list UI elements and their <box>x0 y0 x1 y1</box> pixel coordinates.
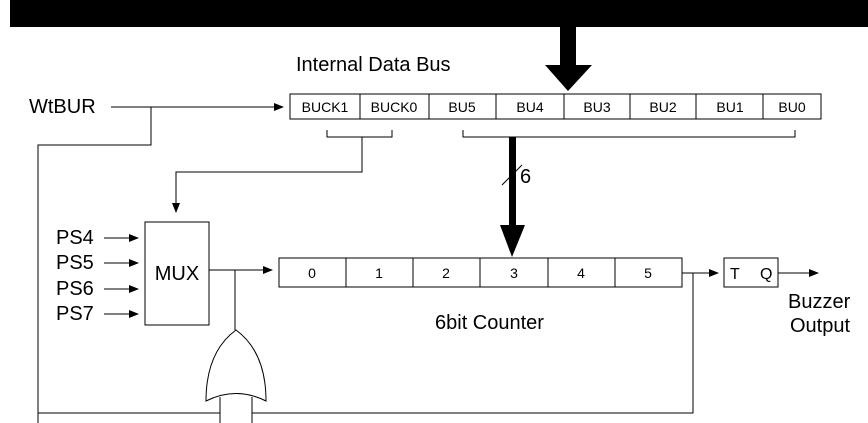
bus-width-label: 6 <box>520 166 531 188</box>
mux-box <box>144 221 210 326</box>
ps4-label: PS4 <box>56 227 94 249</box>
internal-data-bus-bar <box>10 0 868 27</box>
ps5-label: PS5 <box>56 252 94 274</box>
bus-down-arrow <box>545 27 592 91</box>
counter-cell-5: 5 <box>644 265 652 281</box>
ps6-label: PS6 <box>56 278 94 300</box>
mux-label: MUX <box>155 263 199 285</box>
buzzer-output-label-line2: Output <box>790 315 850 337</box>
buzzer-register: BUCK1 BUCK0 BU5 BU4 BU3 BU2 BU1 BU0 <box>289 93 822 120</box>
six-bit-counter: 0 1 2 3 4 5 <box>278 257 683 288</box>
reg-cell-bu1: BU1 <box>716 99 743 115</box>
counter-overflow-wire <box>252 273 694 414</box>
or-gate <box>205 329 267 402</box>
ps7-label: PS7 <box>56 303 94 325</box>
flipflop-t-label: T <box>730 266 740 283</box>
buck-select-wire <box>172 130 393 213</box>
reg-cell-bu0: BU0 <box>778 99 805 115</box>
reg-cell-bu3: BU3 <box>583 99 610 115</box>
counter-cell-3: 3 <box>510 265 518 281</box>
counter-cell-2: 2 <box>442 265 450 281</box>
reg-cell-bu4: BU4 <box>516 99 543 115</box>
counter-cell-1: 1 <box>375 265 383 281</box>
wtbur-feedback-wire <box>37 107 152 423</box>
bu-data-bracket <box>462 130 796 138</box>
wtbur-label: WtBUR <box>29 96 96 118</box>
internal-data-bus-label: Internal Data Bus <box>296 54 451 76</box>
six-bit-bus-arrow <box>500 137 525 257</box>
reg-cell-bu5: BU5 <box>448 99 475 115</box>
buzzer-output-label-line1: Buzzer <box>788 291 851 313</box>
reg-cell-bu2: BU2 <box>649 99 676 115</box>
counter-cell-4: 4 <box>577 265 585 281</box>
flipflop-q-label: Q <box>760 266 772 283</box>
counter-cell-0: 0 <box>308 265 316 281</box>
counter-label: 6bit Counter <box>435 312 544 334</box>
t-flipflop-box <box>723 257 779 288</box>
reg-cell-buck0: BUCK0 <box>371 99 418 115</box>
reg-cell-buck1: BUCK1 <box>302 99 349 115</box>
